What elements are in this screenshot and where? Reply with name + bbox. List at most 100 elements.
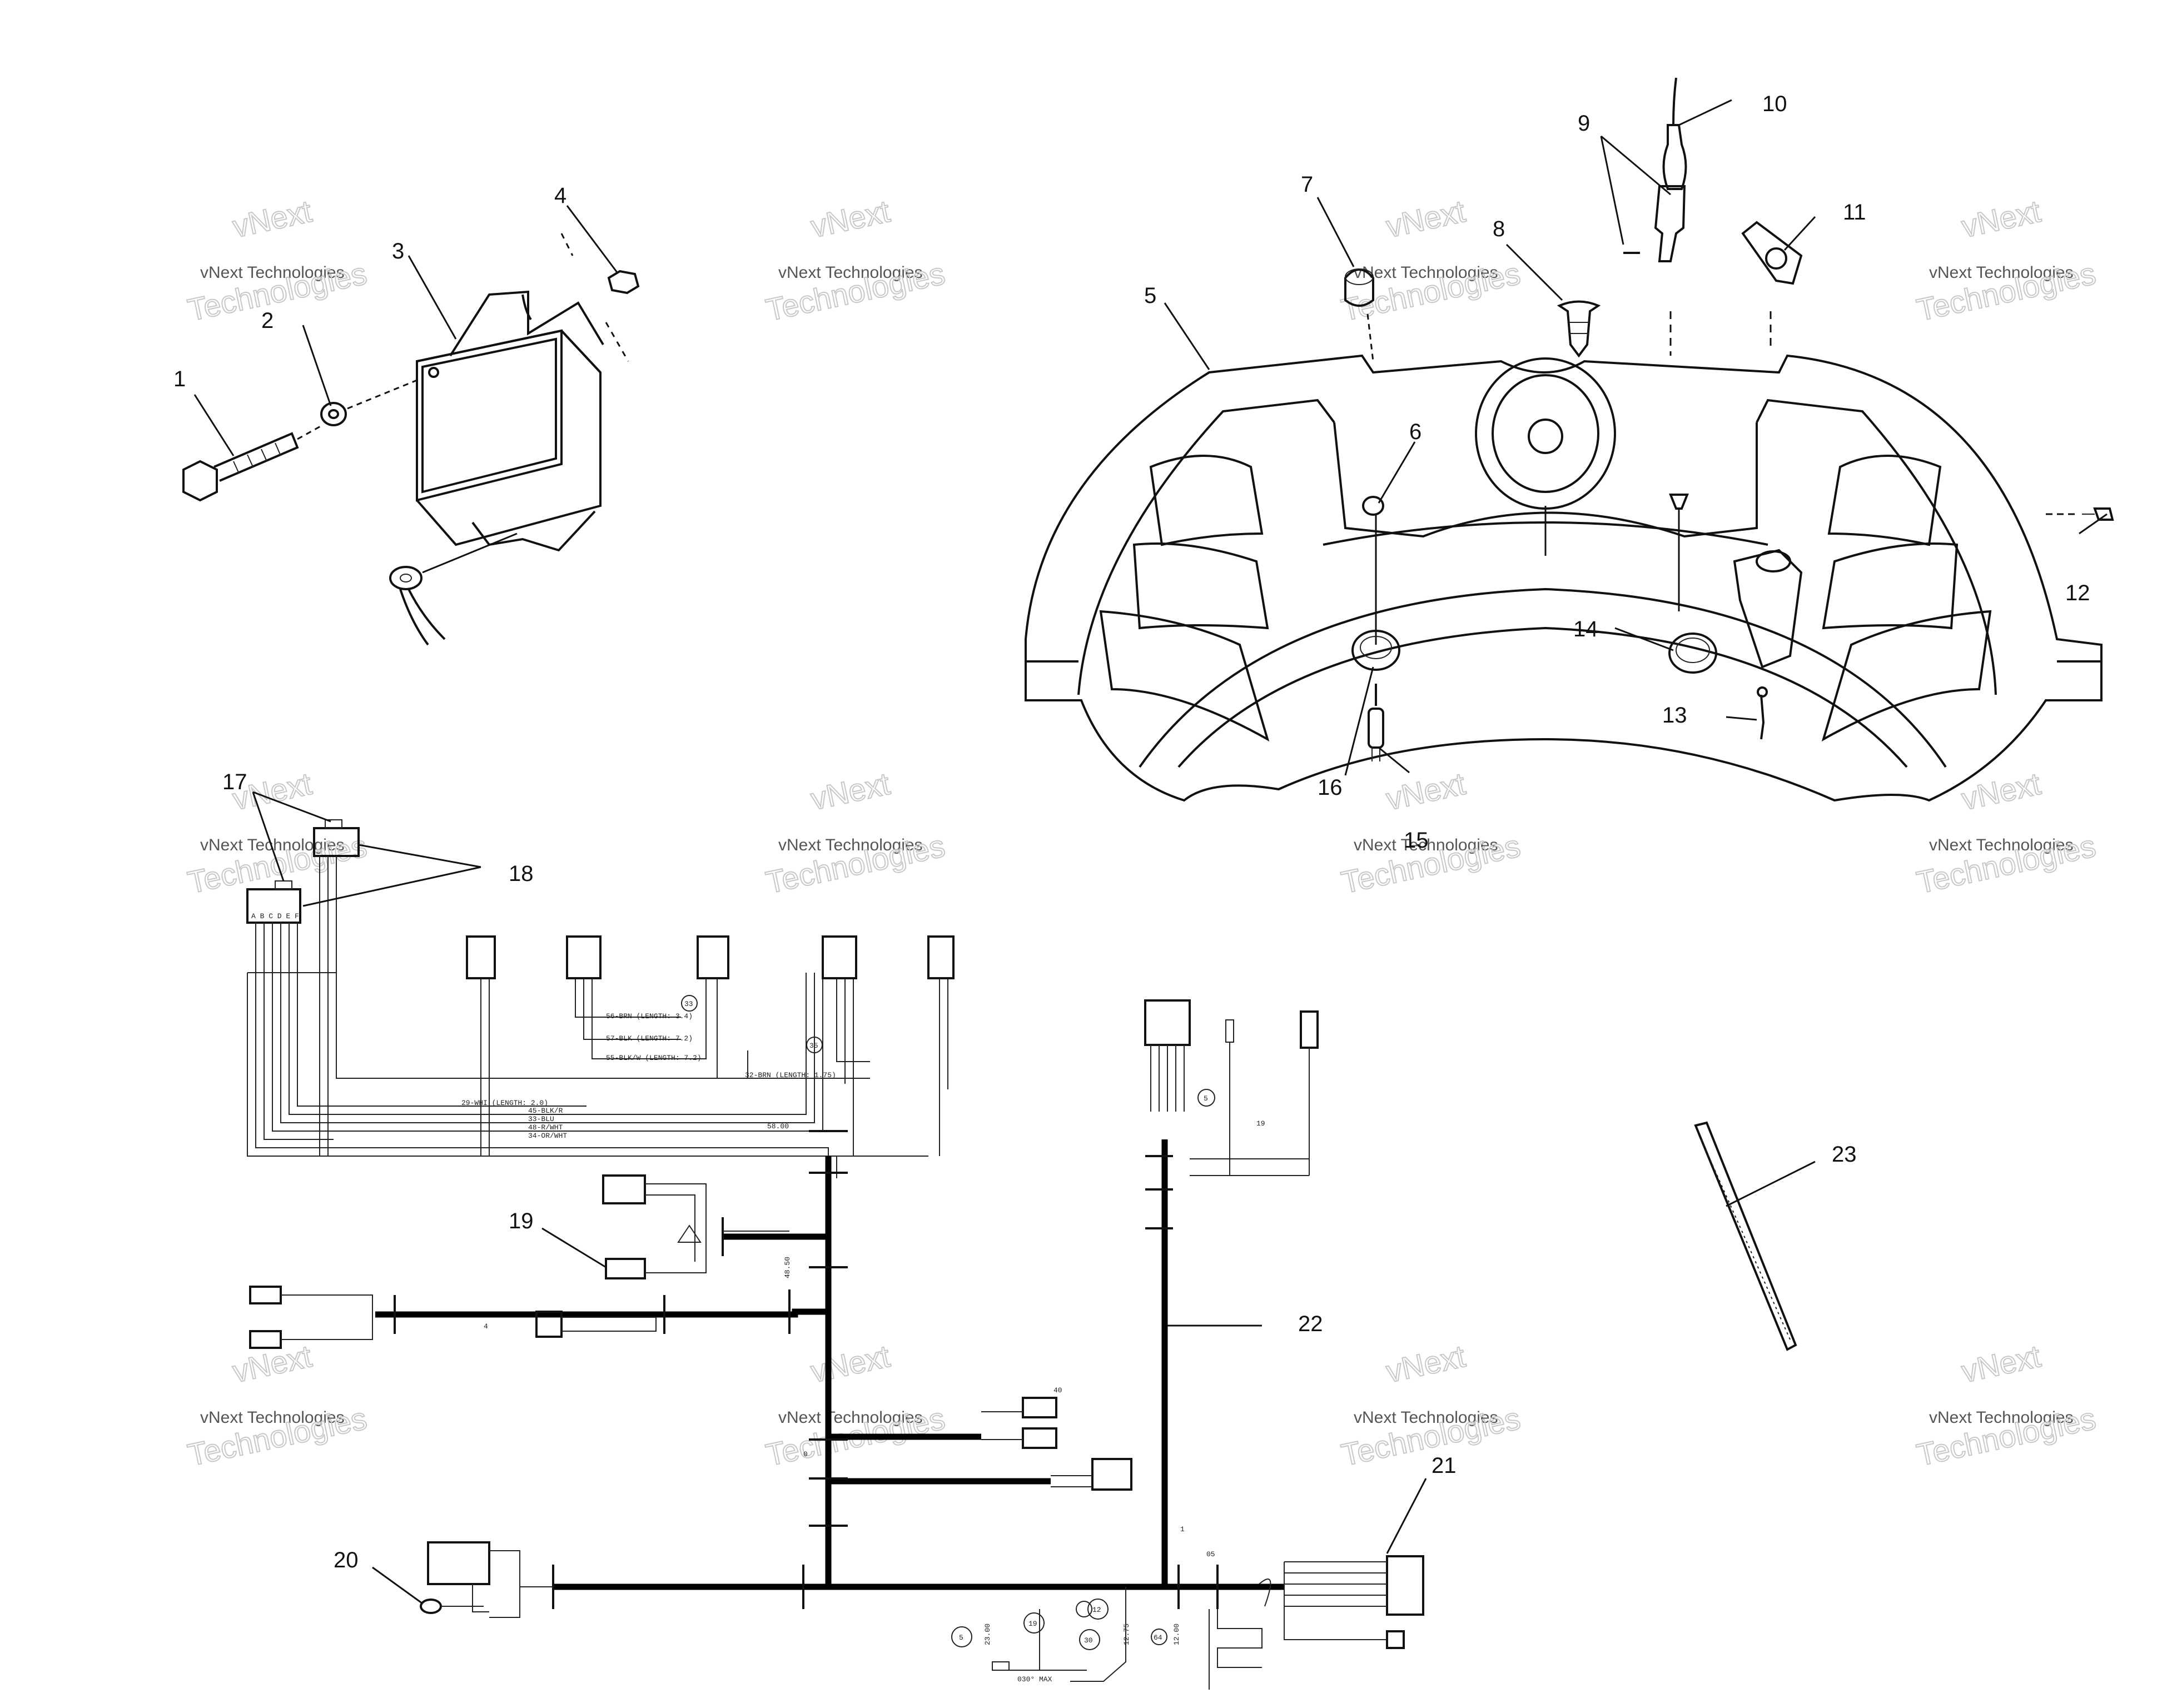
callout-10: 10 (1762, 92, 1787, 116)
watermark-text: vNext Technologies (1929, 1408, 2074, 1427)
connector-b (566, 935, 602, 979)
screw (2046, 507, 2114, 521)
watermark-text: vNext Technologies (1929, 263, 2074, 282)
callout-17: 17 (222, 770, 247, 794)
callout-8: 8 (1493, 217, 1505, 241)
splice-label: 12 (1092, 1606, 1101, 1614)
watermark: vNext vNext Technologies Technologies (1338, 765, 1524, 901)
watermark-text: vNext (808, 766, 893, 816)
watermark-text: vNext Technologies (200, 1408, 345, 1427)
dimension-label: 23.00 (983, 1624, 992, 1645)
splice-marker (1087, 1599, 1109, 1620)
splice-marker (1076, 1601, 1092, 1617)
watermark: vNext vNext Technologies Technologies (1913, 1338, 2099, 1473)
watermark-text: vNext Technologies (778, 263, 923, 282)
splice-label: 35 (809, 1042, 818, 1050)
splice-label: 64 (1154, 1634, 1162, 1642)
ring-terminal (389, 532, 518, 646)
callout-19: 19 (509, 1209, 534, 1233)
watermark-text: vNext (1959, 1338, 2044, 1389)
harness-tag: 1 (1180, 1525, 1185, 1533)
watermark-text: vNext (1383, 1338, 1469, 1389)
harness-tag: 4 (484, 1322, 488, 1331)
cotter-pin (1757, 686, 1768, 740)
bulb-holder (1623, 77, 1687, 356)
bolt (182, 424, 323, 502)
callout-4: 4 (554, 183, 566, 208)
bottom-harness-detail: 5 19 12 30 64 23.00 12.75 12.00 030° MAX (951, 1587, 1263, 1690)
connector-e (927, 935, 955, 979)
callout-6: 6 (1409, 420, 1422, 444)
connector-pin-letters: A B C D E F (251, 912, 299, 920)
watermark-text: vNext Technologies (1354, 263, 1498, 282)
watermarks: vNext vNext Technologies Technologies vN… (184, 193, 2099, 1473)
splice-marker (806, 1037, 823, 1053)
callout-1: 1 (173, 367, 186, 391)
connector-19 (602, 1174, 789, 1279)
watermark: vNext vNext Technologies Technologies (762, 765, 948, 901)
callout-7: 7 (1301, 172, 1313, 197)
angle-note: 030° MAX (1017, 1675, 1052, 1684)
watermark-text: vNext Technologies (200, 263, 345, 282)
middle-branch-connectors (981, 1397, 1132, 1491)
watermark: vNext vNext Technologies Technologies (762, 193, 948, 328)
watermark-text: vNext Technologies (1354, 1408, 1498, 1427)
dash-panel-assembly (1025, 77, 2114, 802)
watermark: vNext vNext Technologies Technologies (1913, 193, 2099, 328)
splice-label: 30 (1084, 1636, 1093, 1645)
connector-21 (1259, 1555, 1424, 1649)
watermark-text: vNext Technologies (778, 836, 923, 854)
callout-3: 3 (392, 239, 404, 263)
wire-label: 32-BRN (LENGTH: 1.75) (745, 1071, 836, 1079)
splice-marker (1023, 1612, 1045, 1634)
splice-label: 19 (1028, 1620, 1037, 1628)
callout-20: 20 (334, 1548, 359, 1572)
voltage-regulator-assembly (182, 233, 640, 646)
harness-tag: 19 (1256, 1119, 1265, 1128)
wire-label: 29-WHI (LENGTH: 2.0) (461, 1099, 548, 1107)
connector-a (466, 935, 496, 979)
callout-5: 5 (1144, 283, 1156, 308)
dimension-label: 48.50 (783, 1257, 792, 1278)
push-rivet (1557, 300, 1601, 358)
watermark-text: vNext Technologies (1354, 836, 1498, 854)
callout-22: 22 (1298, 1312, 1323, 1336)
callout-23: 23 (1832, 1142, 1857, 1167)
bulb-socket (1344, 268, 1374, 362)
nut (560, 233, 640, 362)
grommet-left (1351, 630, 1400, 671)
watermark: vNext vNext Technologies Technologies (184, 193, 370, 328)
connector-20 (420, 1541, 553, 1618)
washer (320, 377, 423, 426)
main-trunk: 58.00 48.50 0 1 05 4 40 (375, 1122, 1284, 1609)
watermark-text: vNext (1959, 193, 2044, 244)
watermark: vNext vNext Technologies Technologies (1338, 193, 1524, 328)
callout-12: 12 (2065, 581, 2090, 605)
watermark-text: vNext Technologies (1929, 836, 2074, 854)
watermark-text: vNext (1959, 766, 2044, 816)
wiring-harness: A B C D E F (246, 819, 1424, 1690)
wire-label: 57-BLK (LENGTH: 7.2) (606, 1034, 693, 1043)
grommet-right (1668, 633, 1717, 674)
callout-16: 16 (1318, 775, 1343, 800)
connector-17: A B C D E F (246, 819, 360, 924)
splice-label: 33 (684, 1000, 693, 1008)
indicator-bulb (1368, 684, 1384, 761)
upper-harness-wires (247, 856, 948, 1178)
splice-label: 5 (1204, 1094, 1208, 1103)
connector-22: 5 19 (1144, 999, 1319, 1176)
watermark-text: vNext (230, 1338, 315, 1389)
splice-marker (1151, 1629, 1167, 1645)
watermark-text: vNext (808, 1338, 893, 1389)
callout-21: 21 (1432, 1453, 1457, 1478)
watermark: vNext vNext Technologies Technologies (762, 1338, 948, 1473)
watermark-text: vNext (1383, 766, 1469, 816)
wire-label: 48-R/WHT (528, 1123, 563, 1132)
watermark-text: vNext (1383, 193, 1469, 244)
dimension-label: 58.00 (767, 1122, 789, 1131)
callout-2: 2 (261, 308, 274, 333)
watermark: vNext vNext Technologies Technologies (184, 1338, 370, 1473)
callout-18: 18 (509, 862, 534, 886)
dimension-label: 12.75 (1122, 1624, 1131, 1645)
